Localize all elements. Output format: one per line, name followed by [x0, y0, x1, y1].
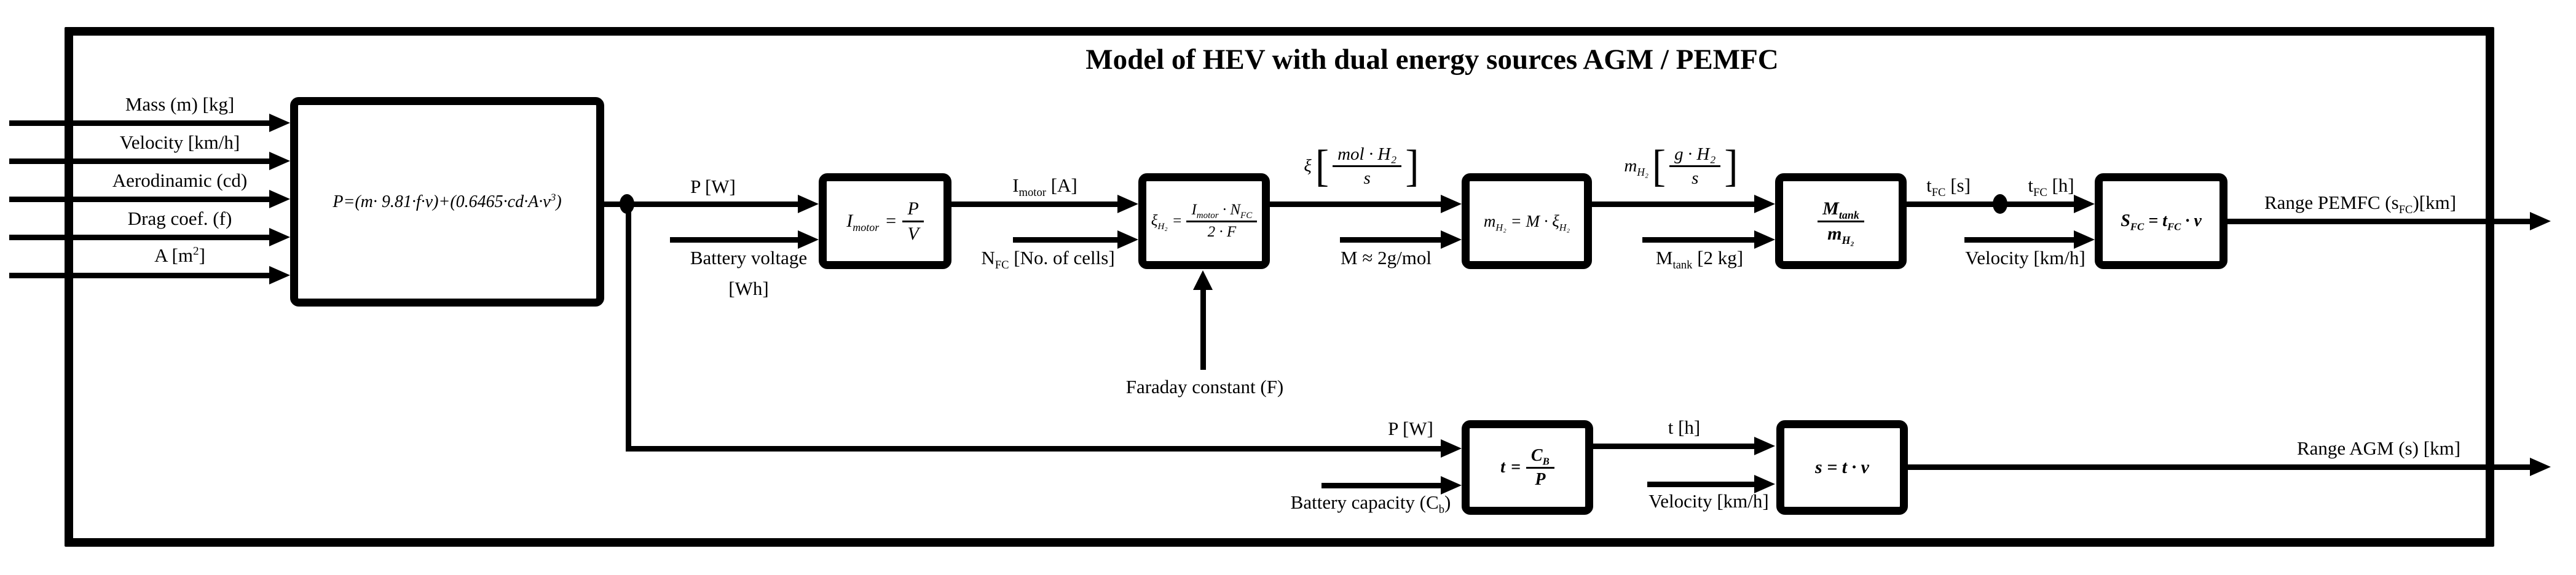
- arrowhead-icon: [1441, 230, 1462, 249]
- arrowhead-icon: [1754, 195, 1775, 213]
- connector-input-area: [9, 273, 274, 278]
- label-battery-voltage-unit: [Wh]: [728, 278, 769, 299]
- arrowhead-icon: [798, 230, 819, 249]
- model-boundary-box: [65, 27, 2494, 547]
- label-range-pemfc: Range PEMFC (sFC)[km]: [2264, 192, 2457, 217]
- arrowhead-icon: [2074, 230, 2095, 249]
- junction-dot: [1993, 194, 2007, 214]
- arrowhead-up-icon: [1193, 270, 1213, 290]
- label-t-hours: t [h]: [1668, 417, 1701, 438]
- arrowhead-icon: [269, 228, 290, 246]
- input-label-aerodinamic: Aerodinamic (cd): [112, 170, 248, 191]
- arrowhead-icon: [2074, 195, 2095, 213]
- label-faraday-constant: Faraday constant (F): [1125, 376, 1284, 397]
- input-label-area: A [m2]: [154, 244, 205, 266]
- block-power-equation: P=(m· 9.81·f·v)+(0.6465·cd·A·v3): [290, 97, 604, 307]
- diagram-title: Model of HEV with dual energy sources AG…: [1085, 44, 1779, 76]
- label-nfc: NFC [No. of cells]: [981, 247, 1115, 272]
- label-velocity-top: Velocity [km/h]: [1965, 247, 2086, 268]
- connector-tank-to-range: [1907, 201, 2076, 207]
- label-tank-mass: Mtank [2 kg]: [1655, 247, 1744, 272]
- block-fc-range: SFC = tFC · v: [2095, 173, 2227, 269]
- arrowhead-icon: [1441, 476, 1462, 495]
- label-p-w-bottom: P [W]: [1388, 418, 1433, 439]
- connector-battery-capacity: [1321, 483, 1443, 488]
- arrowhead-icon: [1754, 230, 1775, 249]
- connector-motor-to-hydrogen: [951, 201, 1120, 207]
- connector-power-to-battery-time: [626, 446, 1443, 452]
- connector-range-pemfc-out: [2227, 219, 2532, 224]
- block-tank-time: Mtank mH₂: [1775, 173, 1907, 269]
- connector-input-drag: [9, 235, 274, 240]
- label-tfc-seconds: tFC [s]: [1926, 174, 1971, 200]
- label-p-w-top: P [W]: [690, 176, 736, 197]
- label-i-motor: Imotor [A]: [1012, 174, 1077, 200]
- arrowhead-icon: [269, 190, 290, 208]
- arrowhead-icon: [1117, 195, 1138, 213]
- arrowhead-icon: [1441, 195, 1462, 213]
- connector-power-to-motor: [604, 201, 800, 207]
- connector-faraday: [1200, 288, 1206, 370]
- arrowhead-icon: [2530, 458, 2551, 476]
- connector-molar-mass: [1340, 237, 1443, 243]
- connector-nfc: [1013, 237, 1120, 243]
- arrowhead-icon: [269, 152, 290, 170]
- block-mass-rate: mH₂ = M · ξH₂: [1462, 173, 1592, 269]
- arrowhead-icon: [269, 266, 290, 284]
- block-battery-time: t = CB P: [1462, 420, 1593, 515]
- connector-velocity-bottom: [1647, 482, 1757, 487]
- connector-range-agm-out: [1908, 464, 2531, 470]
- label-battery-capacity: Battery capacity (Cb): [1290, 491, 1451, 517]
- input-label-velocity: Velocity [km/h]: [119, 131, 240, 153]
- connector-tank-mass: [1642, 237, 1757, 243]
- connector-input-aerodinamic: [9, 197, 274, 202]
- connector-hydrogen-to-mass: [1270, 201, 1443, 207]
- connector-time-to-agm-range: [1593, 444, 1757, 449]
- label-battery-voltage: Battery voltage: [690, 247, 808, 268]
- label-molar-mass: M ≈ 2g/mol: [1341, 247, 1432, 268]
- arrowhead-icon: [1117, 230, 1138, 249]
- connector-power-branch-down: [626, 204, 631, 448]
- arrowhead-icon: [1441, 439, 1462, 458]
- connector-battery-voltage: [670, 237, 800, 243]
- block-agm-range: s = t · v: [1776, 420, 1908, 515]
- input-label-mass: Mass (m) [kg]: [125, 93, 235, 115]
- arrowhead-icon: [1754, 475, 1775, 493]
- connector-mass-to-tank: [1592, 201, 1757, 207]
- label-tfc-hours: tFC [h]: [2028, 174, 2074, 200]
- block-hydrogen-rate: ξH₂ = Imotor · NFC 2 · F: [1138, 173, 1270, 269]
- arrowhead-icon: [269, 114, 290, 132]
- label-range-agm: Range AGM (s) [km]: [2296, 437, 2461, 459]
- arrowhead-icon: [1754, 437, 1775, 455]
- connector-velocity-top: [1964, 237, 2076, 243]
- label-velocity-bottom: Velocity [km/h]: [1648, 490, 1769, 512]
- connector-input-velocity: [9, 158, 274, 164]
- input-label-drag: Drag coef. (f): [127, 208, 232, 229]
- arrowhead-icon: [2530, 212, 2551, 230]
- arrowhead-icon: [798, 195, 819, 213]
- connector-input-mass: [9, 120, 274, 126]
